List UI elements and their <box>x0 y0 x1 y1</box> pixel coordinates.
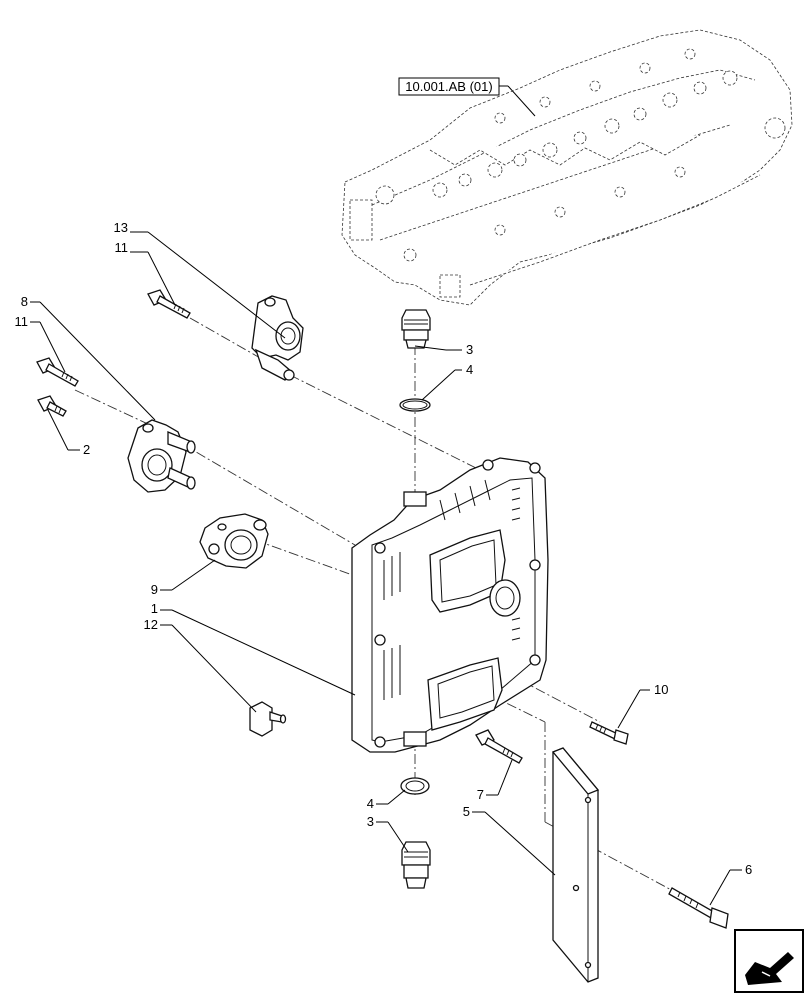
callout-3-upper: 3 <box>466 342 473 357</box>
callout-4-lower: 4 <box>367 796 374 811</box>
bracket-9 <box>199 513 269 569</box>
bracket-13 <box>251 295 304 381</box>
bolt-11-upper <box>147 289 191 319</box>
fitting-3-lower <box>401 841 431 889</box>
callout-4-upper: 4 <box>466 362 473 377</box>
callout-numbers: 13 11 8 11 2 9 1 12 3 4 10 7 5 4 3 6 <box>15 220 753 877</box>
bolt-10 <box>589 721 629 745</box>
callout-2: 2 <box>83 442 90 457</box>
next-page-arrow-icon[interactable] <box>734 929 804 993</box>
callout-11-lower: 11 <box>15 314 29 329</box>
reference-tag-label: 10.001.AB (01) <box>405 79 492 94</box>
bracket-8 <box>127 419 196 493</box>
bolt-6 <box>668 887 729 929</box>
bolt-11-lower <box>36 357 79 387</box>
ecu-control-unit <box>351 457 549 753</box>
leader-lines <box>30 231 742 906</box>
callout-12: 12 <box>144 617 158 632</box>
callout-5: 5 <box>463 804 470 819</box>
callout-8: 8 <box>21 294 28 309</box>
callout-10: 10 <box>654 682 668 697</box>
o-ring-4-upper <box>399 398 431 412</box>
bolt-7 <box>475 729 523 764</box>
callout-11-upper: 11 <box>115 240 129 255</box>
o-ring-4-lower <box>400 777 430 795</box>
callout-3-lower: 3 <box>367 814 374 829</box>
callout-13: 13 <box>114 220 128 235</box>
callout-6: 6 <box>745 862 752 877</box>
bolt-2 <box>37 395 67 417</box>
callout-1: 1 <box>151 601 158 616</box>
cylinder-head-assembly <box>341 29 793 306</box>
fitting-3-upper <box>401 309 431 349</box>
callout-9: 9 <box>151 582 158 597</box>
callout-7: 7 <box>477 787 484 802</box>
reference-tag: 10.001.AB (01) <box>398 77 536 117</box>
sensor-12 <box>249 701 287 737</box>
mounting-plate-5 <box>551 747 600 983</box>
